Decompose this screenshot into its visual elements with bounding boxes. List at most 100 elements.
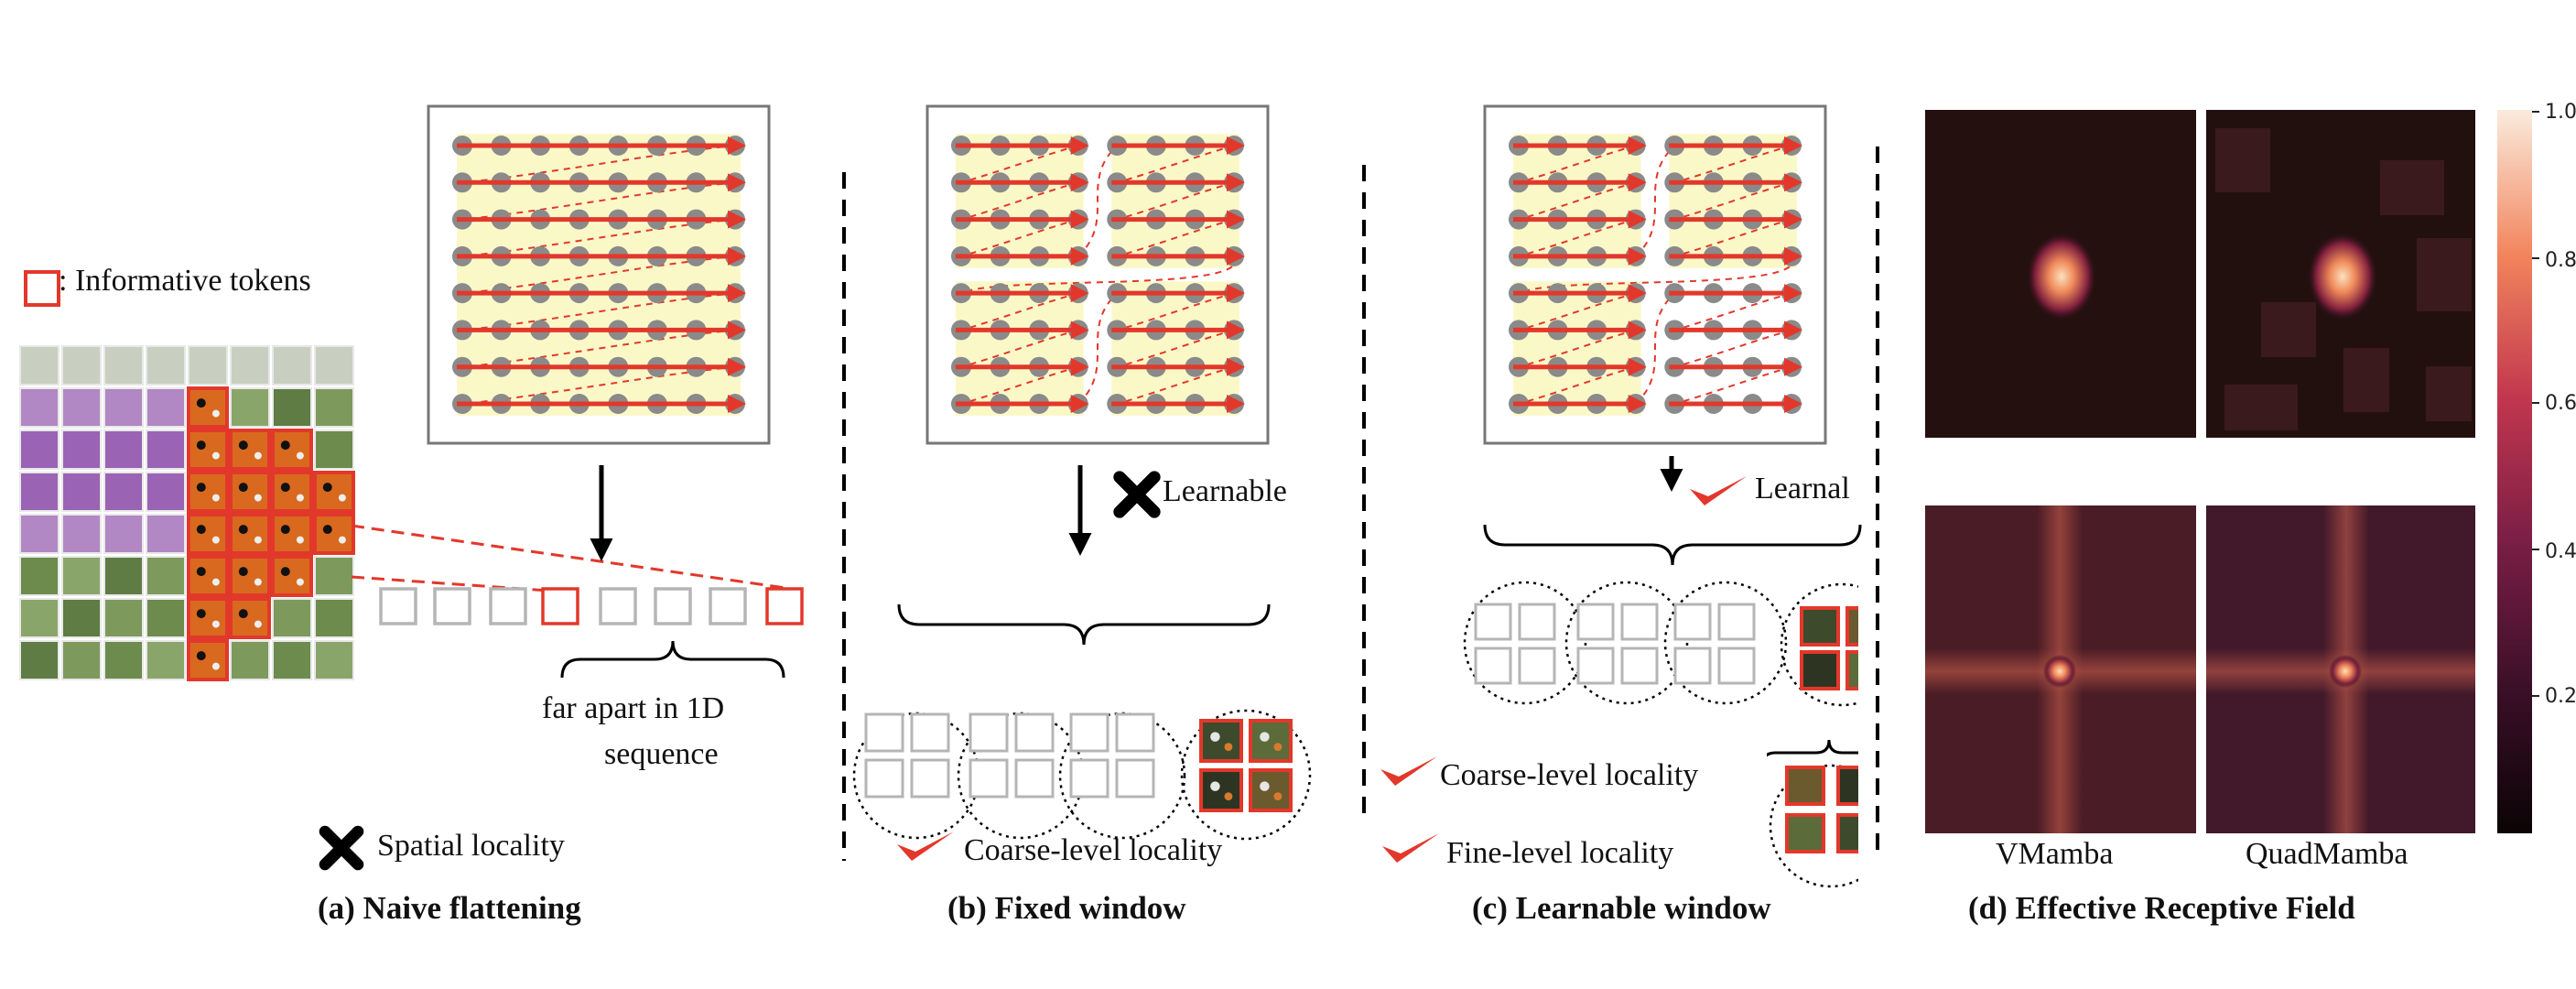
dotted-circle-icon bbox=[1463, 581, 1587, 705]
dotted-circle-icon bbox=[1780, 582, 1858, 707]
scan-transition bbox=[1674, 365, 1792, 405]
patch-spot bbox=[211, 578, 220, 586]
scan-transition bbox=[1518, 255, 1794, 295]
coarse-locality-label-b: Coarse-level locality bbox=[964, 833, 1223, 867]
erf-hotspot bbox=[2307, 232, 2378, 321]
scan-grid-naive bbox=[427, 104, 771, 445]
image-patch bbox=[314, 598, 354, 638]
informative-patch bbox=[1845, 650, 1858, 690]
patch-spot bbox=[1210, 781, 1220, 791]
image-patch bbox=[230, 640, 270, 680]
check-icon bbox=[897, 831, 954, 861]
token-box bbox=[1014, 712, 1055, 753]
patch-spot bbox=[238, 440, 248, 451]
scan-transition bbox=[1635, 292, 1675, 405]
image-patch bbox=[314, 429, 354, 470]
patch-spot bbox=[211, 536, 220, 544]
scan-transition bbox=[1674, 218, 1792, 257]
patch-spot bbox=[1260, 732, 1270, 742]
image-patch bbox=[61, 640, 102, 680]
cross-icon bbox=[319, 825, 364, 871]
scan-transition bbox=[1117, 329, 1235, 368]
informative-patch bbox=[271, 555, 313, 597]
patch-spot bbox=[322, 483, 332, 493]
patch-spot bbox=[338, 536, 346, 544]
patch-spot bbox=[1273, 792, 1283, 800]
image-patch bbox=[314, 556, 354, 596]
image-patch bbox=[103, 387, 144, 428]
dotted-circle-icon bbox=[1564, 581, 1689, 705]
image-patch bbox=[272, 387, 312, 428]
image-patch bbox=[19, 514, 60, 554]
informative-patch bbox=[187, 555, 229, 597]
token-box bbox=[433, 587, 471, 625]
informative-patch bbox=[1249, 719, 1293, 763]
image-patch bbox=[19, 345, 60, 386]
scan-transition bbox=[1674, 292, 1792, 331]
clipped-window-group bbox=[1767, 582, 1858, 888]
patch-spot bbox=[1260, 781, 1270, 791]
token-box bbox=[864, 712, 904, 753]
patch-spot bbox=[211, 409, 220, 418]
scan-transition bbox=[1674, 181, 1792, 221]
image-patch bbox=[230, 345, 270, 386]
learnable-label-c: Learnal bbox=[1755, 472, 1850, 505]
token-box bbox=[1115, 758, 1155, 799]
learnable-label-b: Learnable bbox=[1163, 474, 1287, 508]
token-box bbox=[1518, 647, 1556, 685]
legend-square-icon bbox=[24, 270, 60, 307]
connector-line bbox=[351, 575, 563, 593]
token-box bbox=[1474, 603, 1512, 641]
erf-peak bbox=[2043, 655, 2076, 688]
informative-patch bbox=[313, 513, 355, 555]
patch-spot bbox=[196, 525, 206, 535]
colorbar bbox=[2497, 110, 2532, 833]
token-box bbox=[1518, 603, 1556, 641]
informative-token-box bbox=[765, 587, 804, 625]
patch-spot bbox=[1273, 743, 1283, 751]
image-patch bbox=[61, 429, 102, 470]
caption-a: (a) Naive flattening bbox=[318, 890, 581, 926]
image-patch bbox=[61, 345, 102, 386]
caption-d: (d) Effective Receptive Field bbox=[1968, 890, 2355, 926]
caption-c: (c) Learnable window bbox=[1472, 890, 1771, 926]
image-patch bbox=[103, 598, 144, 638]
colorbar-tick: 0.4 bbox=[2545, 540, 2576, 563]
token-box bbox=[1014, 758, 1055, 799]
check-icon bbox=[1690, 476, 1747, 505]
scan-transition bbox=[960, 145, 1078, 184]
patch-spot bbox=[238, 483, 248, 493]
informative-patch bbox=[187, 639, 229, 681]
token-box bbox=[1069, 758, 1109, 799]
check-shape bbox=[897, 831, 954, 861]
image-patch bbox=[314, 387, 354, 428]
patch-spot bbox=[338, 494, 346, 502]
token-box bbox=[489, 587, 527, 625]
image-patch bbox=[146, 429, 186, 470]
informative-patch bbox=[1249, 768, 1293, 812]
heatmap-block bbox=[2343, 348, 2389, 412]
model-label-quadmamba: QuadMamba bbox=[2246, 837, 2408, 871]
curly-brace-icon bbox=[1767, 739, 1858, 757]
image-patch bbox=[103, 640, 144, 680]
token-sequence bbox=[379, 587, 804, 625]
scan-transition bbox=[1518, 329, 1636, 368]
patch-spot bbox=[296, 494, 304, 502]
scan-grid-fixed bbox=[925, 104, 1270, 445]
image-patch bbox=[314, 640, 354, 680]
informative-patch bbox=[1845, 606, 1858, 647]
heatmap-block bbox=[2215, 128, 2270, 192]
fine-locality-label-c: Fine-level locality bbox=[1446, 836, 1674, 870]
dotted-circle-icon bbox=[1058, 712, 1186, 840]
curly-brace-icon bbox=[897, 603, 1271, 646]
scan-transition bbox=[960, 218, 1078, 257]
informative-patch bbox=[1836, 813, 1858, 853]
image-patch bbox=[61, 514, 102, 554]
token-box-group bbox=[864, 712, 950, 799]
colorbar-tick: 0.8 bbox=[2545, 249, 2576, 272]
informative-patch bbox=[187, 513, 229, 555]
image-patch bbox=[230, 387, 270, 428]
informative-patch bbox=[1836, 766, 1858, 806]
